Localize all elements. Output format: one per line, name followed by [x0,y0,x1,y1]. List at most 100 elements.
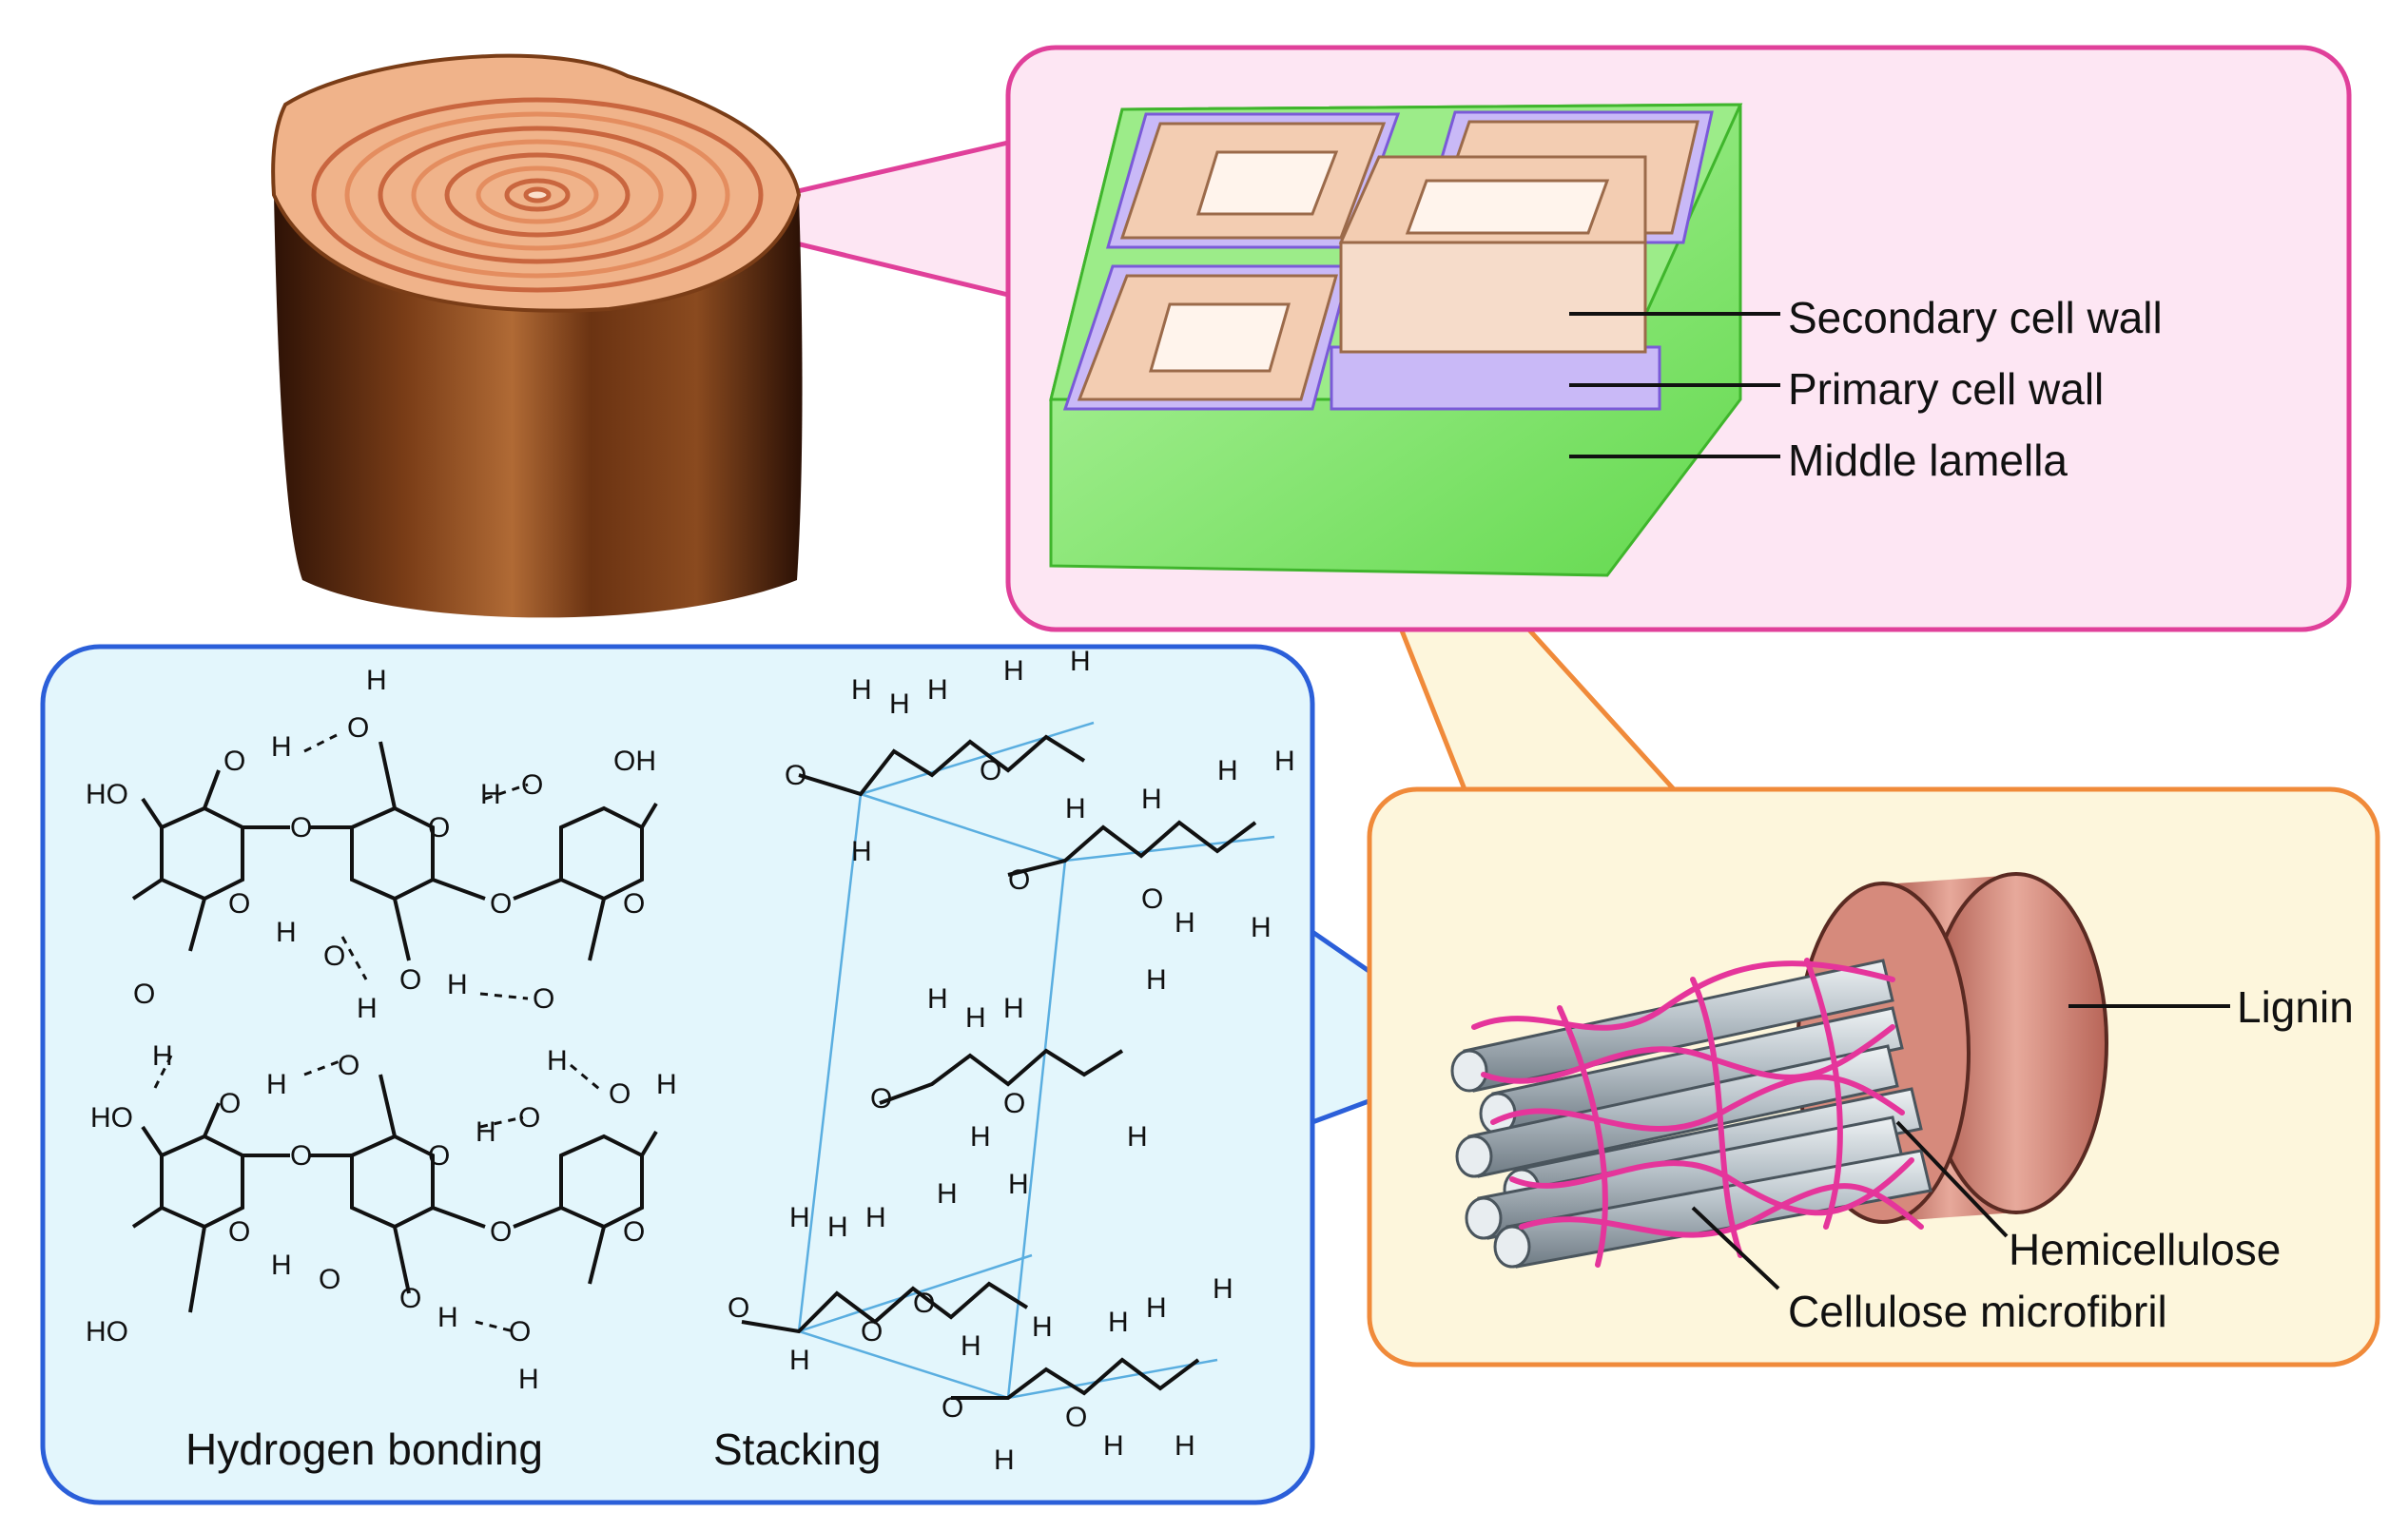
atom-label: HO [90,1102,133,1134]
atom-label: H [1251,912,1272,943]
cellulose-microfibrils [1450,959,1932,1269]
atom-label: O [533,983,554,1015]
atom-label: H [889,688,910,720]
stacking-structure: O H H H H H O H O H H H H O H H H H H H [728,646,1295,1476]
hemicellulose-strands [1471,958,1924,1268]
fiber-panel: Lignin Hemicellulose Cellulose microfibr… [1367,786,2380,1367]
atom-label: H [1213,1273,1233,1305]
atom-label: OH [613,746,656,777]
microfibril-rod [1450,959,1894,1093]
caption-hydrogen-bonding: Hydrogen bonding [185,1425,543,1474]
atom-label: O [623,888,645,920]
molecule-panel: HO O H H O O O H O OH O H O O O O H O H … [40,644,1315,1505]
atom-label: H [1008,1169,1029,1200]
cell-back-left [1106,112,1401,249]
growth-rings [311,97,764,293]
atom-label: O [609,1078,631,1110]
atom-label: HO [86,779,128,810]
hydrogen-bonding-structure [131,730,658,1333]
atom-label: O [290,1140,312,1172]
atom-label: H [276,917,297,948]
atom-label: HO [86,1316,128,1348]
label-secondary-cell-wall: Secondary cell wall [1788,293,2163,342]
atom-label: H [357,993,378,1024]
atom-label: O [490,888,512,920]
atom-label: O [518,1102,540,1134]
atom-label: O [399,1283,421,1314]
atom-label: O [1008,864,1030,896]
atom-label: H [865,1202,886,1233]
atom-label: O [521,769,543,801]
cell-raised [1330,155,1661,411]
atom-label: O [133,979,155,1010]
hydrogen-bonding-atoms: HO O H H O O O H O OH O H O O O O H O H … [86,665,677,1395]
atom-label: O [728,1292,749,1324]
atom-label: H [1103,1430,1124,1462]
atom-label: H [970,1121,991,1153]
atom-label: H [437,1302,458,1333]
atom-label: H [961,1330,981,1362]
atom-label: H [1146,1292,1167,1324]
atom-label: H [1141,784,1162,815]
atom-label: O [785,760,806,791]
atom-label: O [1065,1402,1087,1433]
label-middle-lamella: Middle lamella [1788,436,2068,485]
atom-label: H [827,1212,848,1243]
atom-label: O [980,755,1001,786]
atom-label: H [937,1178,958,1210]
label-hemicellulose: Hemicellulose [2009,1225,2281,1274]
atom-label: H [1175,907,1195,939]
caption-stacking: Stacking [713,1425,881,1474]
atom-label: O [913,1288,935,1319]
atom-label: O [861,1316,883,1348]
cell-wall-panel: Secondary cell wall Primary cell wall Mi… [1005,45,2352,632]
atom-label: H [994,1445,1015,1476]
trunk-bark [274,195,803,618]
atom-label: H [547,1045,568,1076]
hydrogen-bonds [150,730,600,1333]
trunk-top-surface [271,53,802,313]
atom-label: H [271,1250,292,1281]
atom-label: H [1032,1311,1053,1343]
atom-label: H [266,1069,287,1100]
atom-label: H [1274,746,1295,777]
atom-label: H [271,731,292,763]
atom-label: H [476,1116,496,1148]
atom-label: O [323,941,345,972]
atom-label: H [1003,655,1024,687]
atom-label: H [366,665,387,696]
atom-label: H [656,1069,677,1100]
cell-block [1049,103,1743,577]
atom-label: O [870,1083,892,1115]
atom-label: O [509,1316,531,1348]
atom-label: O [942,1392,963,1424]
atom-label: H [789,1202,810,1233]
label-lignin: Lignin [2237,982,2354,1032]
atom-label: H [1108,1307,1129,1338]
atom-label: H [851,836,872,867]
atom-label: H [1217,755,1238,786]
atom-label: O [399,964,421,996]
cell-wall-leaders [1569,312,1780,458]
atom-label: O [1141,883,1163,915]
cell-front-left [1062,264,1352,411]
label-primary-cell-wall: Primary cell wall [1788,364,2104,414]
atom-label: H [789,1345,810,1376]
atom-label: O [490,1216,512,1248]
atom-label: H [927,674,948,706]
atom-label: O [319,1264,340,1295]
atom-label: H [1070,646,1091,677]
atom-label: O [219,1088,241,1119]
atom-label: O [347,712,369,744]
atom-label: O [1003,1088,1025,1119]
atom-label: O [623,1216,645,1248]
atom-label: H [1175,1430,1195,1462]
atom-label: O [228,888,250,920]
fiber-leaders [1691,1004,2230,1290]
atom-label: H [1127,1121,1148,1153]
atom-label: H [1003,993,1024,1024]
atom-label: O [428,1140,450,1172]
atom-label: H [927,983,948,1015]
atom-label: O [290,812,312,844]
